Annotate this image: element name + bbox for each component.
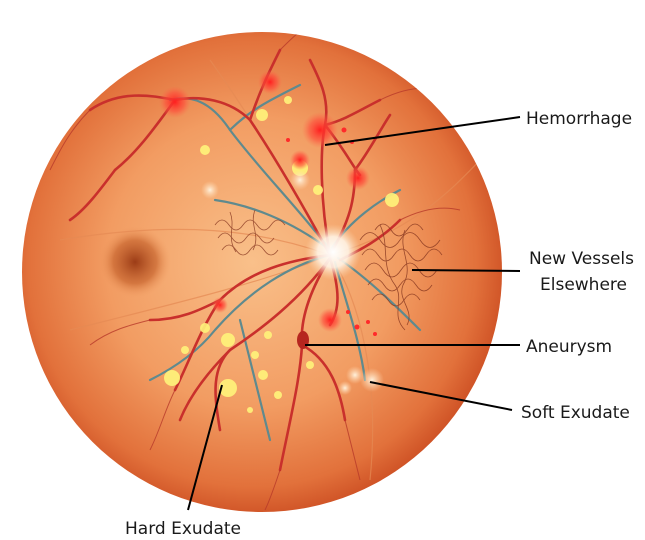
new-vessels-label-line2: Elsewhere (540, 275, 627, 295)
new-vessels-label-line1: New Vessels (529, 249, 634, 269)
aneurysm-label: Aneurysm (526, 337, 612, 357)
hard-exudate-label: Hard Exudate (125, 519, 241, 539)
optic-disc (305, 224, 361, 280)
hemorrhage-label: Hemorrhage (526, 109, 632, 129)
new-vessels-leader (412, 270, 520, 271)
soft-exudate-label: Soft Exudate (521, 403, 630, 423)
aneurysm-sac (297, 331, 309, 349)
macula (99, 226, 171, 298)
